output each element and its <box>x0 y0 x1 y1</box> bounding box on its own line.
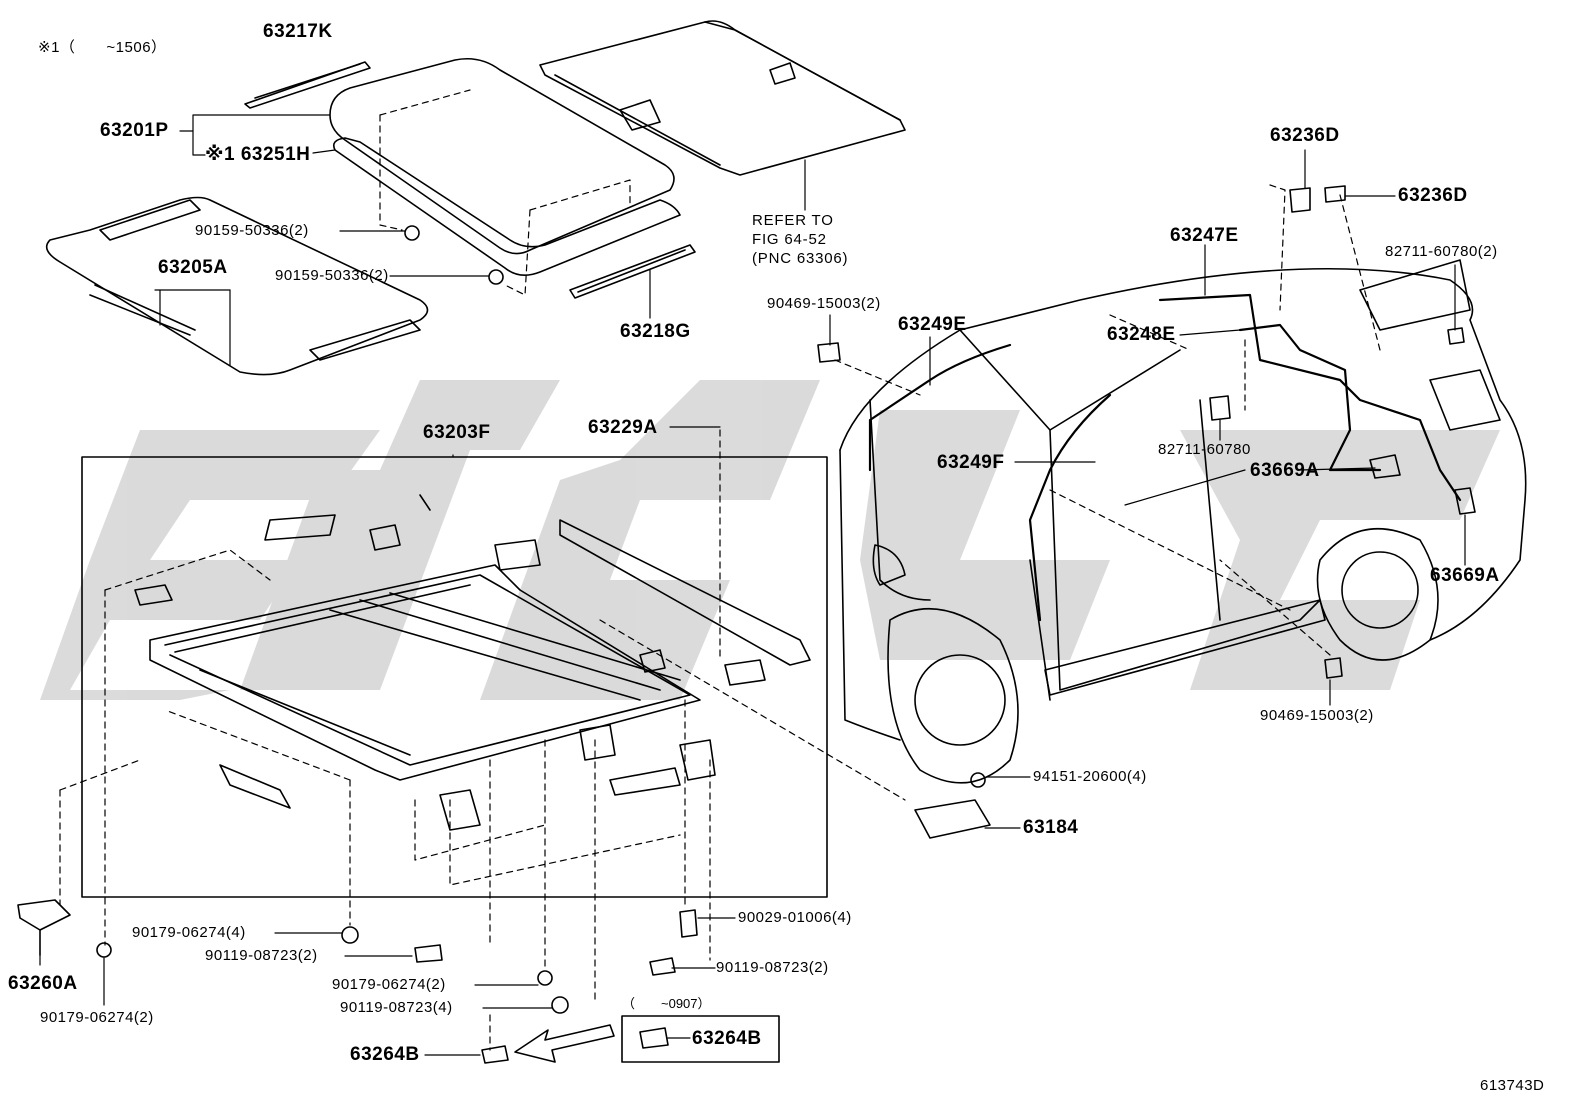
label-82711-b: 82711-60780 <box>1158 441 1251 458</box>
vehicle-leaders <box>834 184 1381 656</box>
vehicle-body <box>839 259 1527 784</box>
label-90029: 90029-01006(4) <box>738 909 852 926</box>
label-63669A-b: 63669A <box>1430 565 1500 586</box>
label-90469-b: 90469-15003(2) <box>1260 707 1374 724</box>
inset-clip <box>639 1027 669 1049</box>
label-82711-a: 82711-60780(2) <box>1385 243 1498 260</box>
label-90119-b: 90119-08723(2) <box>716 959 829 976</box>
label-63669A-a: 63669A <box>1250 460 1320 481</box>
glass-bolts <box>404 225 504 285</box>
watermark-logo <box>40 380 1500 700</box>
refer-note: REFER TO FIG 64-52 (PNC 63306) <box>752 211 848 268</box>
drawing-id: 613743D <box>1480 1077 1545 1094</box>
glass-panel <box>329 57 681 276</box>
label-63184: 63184 <box>1023 817 1079 838</box>
label-63205A: 63205A <box>158 257 228 278</box>
label-63264B-a: 63264B <box>350 1044 420 1065</box>
vehicle-clips <box>817 185 1476 839</box>
glass-leaders <box>379 89 631 296</box>
label-90469-a: 90469-15003(2) <box>767 295 881 312</box>
label-63260A: 63260A <box>8 973 78 994</box>
deflector-strip <box>244 61 371 109</box>
label-63236D-b: 63236D <box>1398 185 1468 206</box>
label-leaders <box>154 114 806 458</box>
label-90179-c: 90179-06274(2) <box>40 1009 154 1026</box>
assembly-leaders <box>59 429 906 1051</box>
label-63248E: 63248E <box>1107 324 1176 345</box>
bottom-fasteners <box>17 899 698 1064</box>
label-90119-c: 90119-08723(4) <box>340 999 453 1016</box>
sunroof-housing <box>134 494 811 831</box>
refer-note-line-2: FIG 64-52 <box>752 231 827 248</box>
label-90159-b: 90159-50336(2) <box>275 267 389 284</box>
bottom-label-leaders <box>39 917 736 1056</box>
inset-box <box>621 1015 780 1063</box>
label-63217K: 63217K <box>263 21 333 42</box>
side-strip <box>569 244 696 299</box>
label-90119-a: 90119-08723(2) <box>205 947 318 964</box>
label-90159-a: 90159-50336(2) <box>195 222 309 239</box>
label-63247E: 63247E <box>1170 225 1239 246</box>
label-63236D-a: 63236D <box>1270 125 1340 146</box>
label-63249E: 63249E <box>898 314 967 335</box>
sunshade-panel <box>539 20 906 176</box>
seal-frame <box>45 196 429 376</box>
refer-note-line-1: REFER TO <box>752 212 834 229</box>
direction-arrow <box>514 1024 615 1063</box>
note-marker: ※1（ ~1506） <box>38 39 167 56</box>
label-63203F: 63203F <box>423 422 491 443</box>
label-63251H: ※1 63251H <box>205 144 311 165</box>
inset-note: （ ~0907） <box>622 996 711 1011</box>
vehicle-label-leaders <box>829 149 1466 829</box>
label-63249F: 63249F <box>937 452 1005 473</box>
refer-note-line-3: (PNC 63306) <box>752 250 849 267</box>
label-63201P: 63201P <box>100 120 169 141</box>
label-63218G: 63218G <box>620 321 691 342</box>
label-63229A: 63229A <box>588 417 658 438</box>
label-94151: 94151-20600(4) <box>1033 768 1147 785</box>
label-90179-b: 90179-06274(2) <box>332 976 446 993</box>
assembly-box <box>81 456 828 898</box>
label-90179-a: 90179-06274(4) <box>132 924 246 941</box>
label-63264B-b: 63264B <box>692 1028 762 1049</box>
